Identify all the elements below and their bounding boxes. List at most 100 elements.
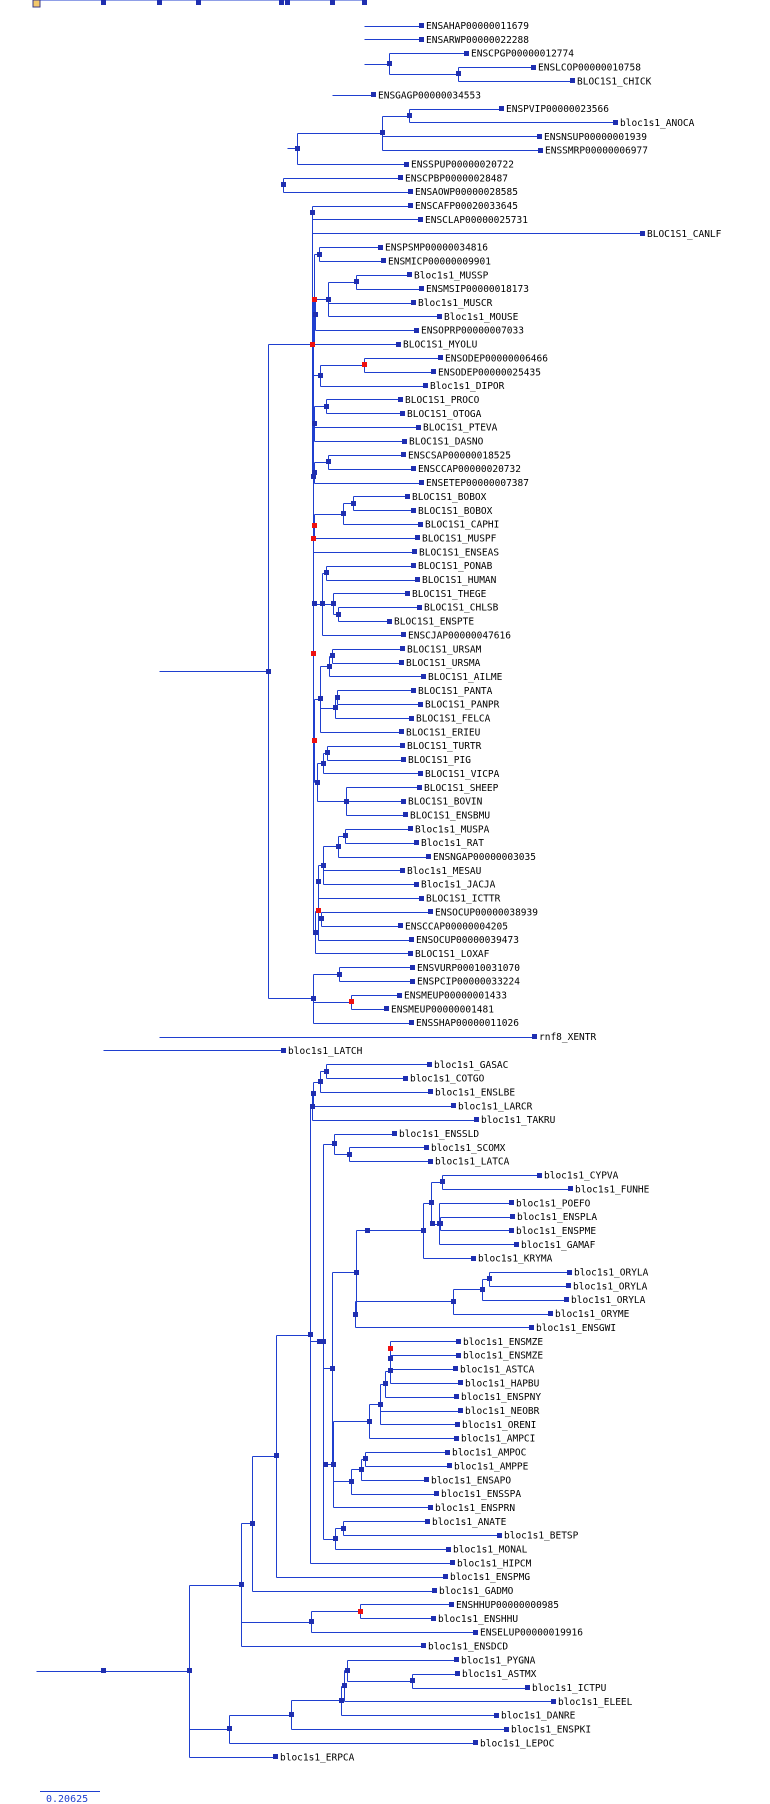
speciation-node[interactable]: [196, 0, 201, 5]
speciation-node[interactable]: [347, 1152, 352, 1157]
leaf-label[interactable]: bloc1s1_ENSPKI: [511, 1725, 591, 1736]
leaf-label[interactable]: bloc1s1_ICTPU: [532, 1683, 607, 1694]
leaf-label[interactable]: ENSMICP00000009901: [388, 256, 491, 267]
leaf-label[interactable]: BLOC1S1_PROCO: [405, 395, 480, 406]
leaf-label[interactable]: bloc1s1_ENSAPO: [431, 1475, 511, 1486]
speciation-node[interactable]: [311, 996, 316, 1001]
speciation-node[interactable]: [359, 1467, 364, 1472]
leaf-label[interactable]: Bloc1s1_MOUSE: [444, 312, 519, 323]
leaf-label[interactable]: bloc1s1_ORYLA: [574, 1268, 649, 1279]
leaf-node-marker[interactable]: [431, 369, 436, 374]
leaf-label[interactable]: ENSCLAP00000025731: [425, 215, 528, 226]
leaf-label[interactable]: ENSCCAP00000004205: [405, 921, 508, 932]
leaf-node-marker[interactable]: [378, 245, 383, 250]
leaf-label[interactable]: bloc1s1_GAMAF: [521, 1240, 596, 1251]
leaf-node-marker[interactable]: [419, 286, 424, 291]
leaf-node-marker[interactable]: [399, 660, 404, 665]
speciation-node[interactable]: [325, 750, 330, 755]
leaf-node-marker[interactable]: [402, 439, 407, 444]
leaf-label[interactable]: bloc1s1_TAKRU: [481, 1115, 556, 1126]
leaf-label[interactable]: bloc1s1_PYGNA: [461, 1655, 536, 1666]
speciation-node[interactable]: [336, 844, 341, 849]
leaf-label[interactable]: ENSAHAP00000011679: [426, 21, 529, 32]
speciation-node[interactable]: [380, 130, 385, 135]
speciation-node[interactable]: [341, 1526, 346, 1531]
leaf-node-marker[interactable]: [418, 522, 423, 527]
speciation-node[interactable]: [330, 0, 335, 5]
leaf-node-marker[interactable]: [418, 217, 423, 222]
leaf-label[interactable]: bloc1s1_SCOMX: [431, 1143, 506, 1154]
leaf-label[interactable]: BLOC1S1_PANTA: [418, 686, 493, 697]
duplication-node[interactable]: [316, 908, 321, 913]
leaf-label[interactable]: Bloc1s1_JACJA: [421, 880, 496, 891]
leaf-label[interactable]: bloc1s1_ENSPNY: [461, 1392, 541, 1403]
speciation-node[interactable]: [383, 1381, 388, 1386]
leaf-node-marker[interactable]: [400, 868, 405, 873]
leaf-label[interactable]: bloc1s1_KRYMA: [478, 1254, 553, 1265]
leaf-node-marker[interactable]: [437, 314, 442, 319]
duplication-node[interactable]: [312, 738, 317, 743]
leaf-node-marker[interactable]: [411, 466, 416, 471]
speciation-node[interactable]: [250, 1521, 255, 1526]
speciation-node[interactable]: [456, 71, 461, 76]
leaf-label[interactable]: bloc1s1_ENSPMG: [450, 1572, 530, 1583]
leaf-label[interactable]: bloc1s1_FUNHE: [575, 1184, 650, 1195]
leaf-node-marker[interactable]: [398, 397, 403, 402]
leaf-label[interactable]: bloc1s1_ENSPRN: [435, 1503, 515, 1514]
leaf-node-marker[interactable]: [384, 1006, 389, 1011]
speciation-node[interactable]: [337, 972, 342, 977]
leaf-node-marker[interactable]: [449, 1602, 454, 1607]
leaf-node-marker[interactable]: [392, 1131, 397, 1136]
leaf-label[interactable]: bloc1s1_POEFO: [516, 1198, 591, 1209]
speciation-node[interactable]: [429, 1200, 434, 1205]
leaf-label[interactable]: BLOC1S1_HUMAN: [422, 575, 497, 586]
leaf-label[interactable]: BLOC1S1_ICTTR: [426, 894, 501, 905]
leaf-node-marker[interactable]: [414, 882, 419, 887]
leaf-label[interactable]: ENSSHAP00000011026: [416, 1018, 519, 1029]
leaf-label[interactable]: ENSODEP00000006466: [445, 353, 548, 364]
duplication-node[interactable]: [358, 1609, 363, 1614]
leaf-label[interactable]: bloc1s1_HAPBU: [465, 1378, 540, 1389]
leaf-label[interactable]: ENSCSAP00000018525: [408, 450, 511, 461]
leaf-node-marker[interactable]: [453, 1366, 458, 1371]
speciation-node[interactable]: [487, 1276, 492, 1281]
leaf-label[interactable]: BLOC1S1_MYOLU: [403, 340, 478, 351]
speciation-node[interactable]: [362, 0, 367, 5]
speciation-node[interactable]: [281, 182, 286, 187]
speciation-node[interactable]: [354, 1270, 359, 1275]
speciation-node[interactable]: [388, 1368, 393, 1373]
leaf-node-marker[interactable]: [464, 51, 469, 56]
leaf-label[interactable]: bloc1s1_ANATE: [432, 1517, 507, 1528]
leaf-label[interactable]: BLOC1S1_CHICK: [577, 76, 652, 87]
speciation-node[interactable]: [331, 601, 336, 606]
leaf-node-marker[interactable]: [455, 1422, 460, 1427]
leaf-node-marker[interactable]: [419, 23, 424, 28]
leaf-node-marker[interactable]: [418, 702, 423, 707]
leaf-node-marker[interactable]: [281, 1048, 286, 1053]
leaf-label[interactable]: bloc1s1_ENSGWI: [536, 1323, 616, 1334]
speciation-node[interactable]: [187, 1668, 192, 1673]
speciation-node[interactable]: [315, 780, 320, 785]
leaf-node-marker[interactable]: [537, 1173, 542, 1178]
leaf-label[interactable]: ENSPCIP00000033224: [417, 977, 520, 988]
leaf-label[interactable]: ENSOCUP00000039473: [416, 935, 519, 946]
leaf-node-marker[interactable]: [405, 494, 410, 499]
leaf-node-marker[interactable]: [400, 646, 405, 651]
leaf-node-marker[interactable]: [454, 1394, 459, 1399]
leaf-label[interactable]: BLOC1S1_CANLF: [647, 229, 722, 240]
leaf-node-marker[interactable]: [474, 1117, 479, 1122]
leaf-node-marker[interactable]: [458, 1408, 463, 1413]
leaf-label[interactable]: bloc1s1_AMPPE: [454, 1461, 529, 1472]
leaf-label[interactable]: Bloc1s1_RAT: [421, 838, 484, 849]
speciation-node[interactable]: [387, 61, 392, 66]
leaf-node-marker[interactable]: [425, 1519, 430, 1524]
speciation-node[interactable]: [451, 1299, 456, 1304]
leaf-node-marker[interactable]: [525, 1685, 530, 1690]
leaf-label[interactable]: BLOC1S1_BOBOX: [418, 506, 493, 517]
speciation-node[interactable]: [343, 833, 348, 838]
leaf-node-marker[interactable]: [417, 785, 422, 790]
leaf-node-marker[interactable]: [445, 1450, 450, 1455]
leaf-node-marker[interactable]: [400, 743, 405, 748]
leaf-node-marker[interactable]: [397, 993, 402, 998]
leaf-node-marker[interactable]: [613, 120, 618, 125]
